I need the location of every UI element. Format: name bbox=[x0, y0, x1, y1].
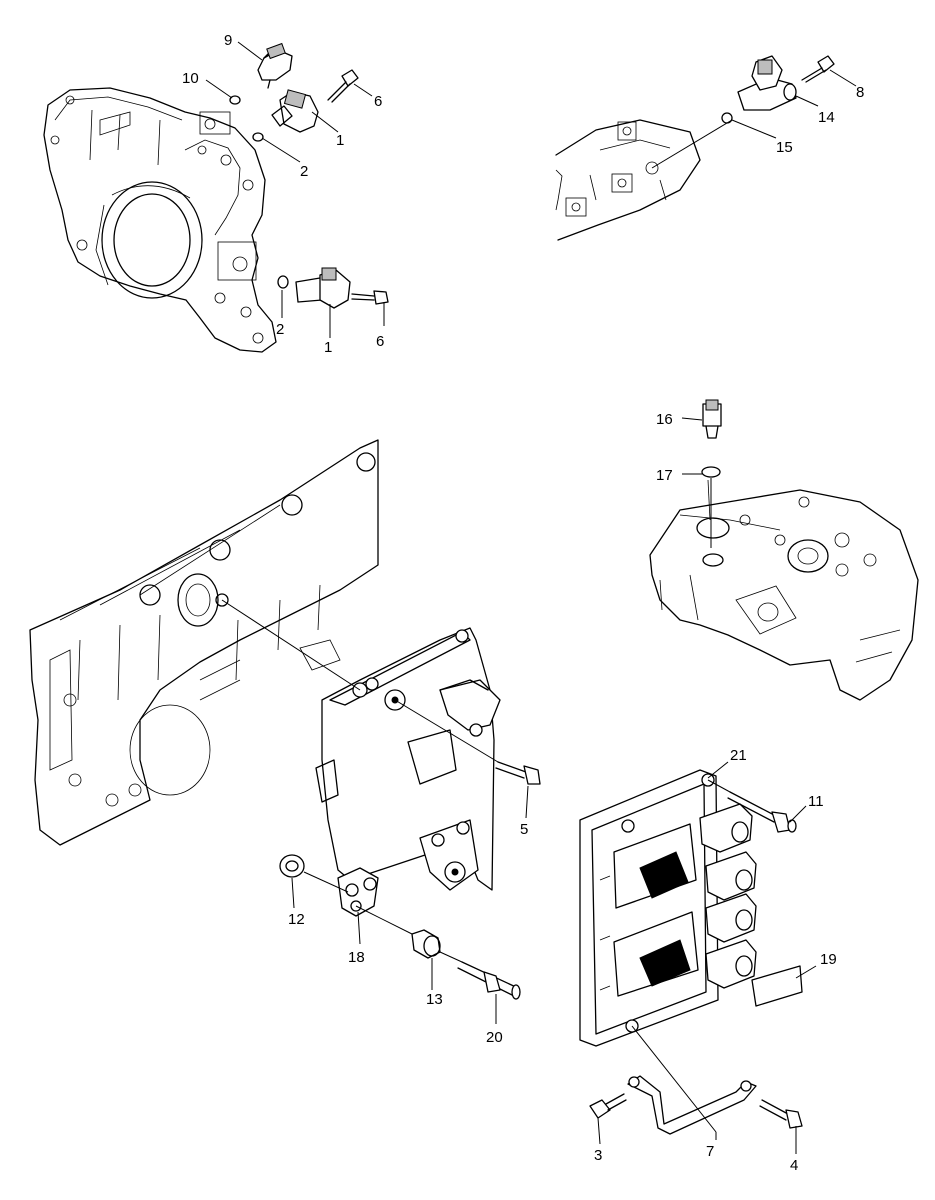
o-ring-2-lower bbox=[277, 275, 289, 289]
callout-8: 12 bbox=[288, 911, 305, 928]
callout-14: 14 bbox=[818, 109, 835, 126]
o-ring-2-upper bbox=[252, 132, 264, 142]
callout-1-lower: 1 bbox=[324, 339, 332, 356]
mounting-plate-18 bbox=[315, 627, 501, 917]
bracket-11 bbox=[627, 1075, 757, 1135]
callout-20: 20 bbox=[486, 1029, 503, 1046]
sensor-16 bbox=[702, 399, 722, 439]
sensor-1-upper bbox=[271, 89, 319, 133]
callout-12: 9 bbox=[224, 32, 232, 49]
callout-3: 3 bbox=[594, 1147, 602, 1164]
callout-5: 5 bbox=[520, 821, 528, 838]
bushing-8 bbox=[279, 854, 305, 878]
bolt-6-lower bbox=[351, 290, 389, 305]
callout-6-upper: 6 bbox=[374, 93, 382, 110]
callout-11: 7 bbox=[706, 1143, 714, 1160]
callout-18: 18 bbox=[348, 949, 365, 966]
bolt-3 bbox=[589, 1093, 627, 1119]
callout-2-upper: 2 bbox=[300, 163, 308, 180]
callout-15: 15 bbox=[776, 139, 793, 156]
label-plate-19 bbox=[751, 965, 803, 1007]
cylinder-head-section-middle bbox=[649, 479, 919, 701]
sensor-12 bbox=[257, 42, 293, 89]
stud-20 bbox=[457, 961, 521, 1000]
callout-10: 8 bbox=[856, 84, 864, 101]
callout-16: 16 bbox=[656, 411, 673, 428]
callout-19: 19 bbox=[820, 951, 837, 968]
bolt-4 bbox=[759, 1099, 803, 1129]
bolt-6-upper bbox=[327, 69, 359, 103]
bolt-5 bbox=[495, 761, 541, 785]
spacer-9 bbox=[411, 929, 441, 959]
callout-1-upper: 1 bbox=[336, 132, 344, 149]
callout-17: 17 bbox=[656, 467, 673, 484]
o-ring-17 bbox=[701, 466, 721, 478]
stud-7 bbox=[727, 791, 797, 833]
callout-21: 21 bbox=[730, 747, 747, 764]
callout-4: 4 bbox=[790, 1157, 798, 1174]
callout-9: 13 bbox=[426, 991, 443, 1008]
sensor-14 bbox=[737, 55, 797, 111]
callout-2-lower: 2 bbox=[276, 321, 284, 338]
cylinder-head-section-top bbox=[555, 119, 701, 241]
o-ring-15 bbox=[721, 112, 733, 124]
callout-7: 11 bbox=[808, 793, 824, 810]
bolt-10 bbox=[801, 55, 835, 83]
callout-13: 10 bbox=[182, 70, 199, 87]
callout-6-lower: 6 bbox=[376, 333, 384, 350]
callout-labels: 9 10 6 1 2 2 1 6 8 14 15 16 17 5 12 18 1… bbox=[182, 32, 864, 1174]
sensor-1-lower bbox=[295, 267, 351, 309]
engine-block bbox=[29, 439, 379, 846]
ecu-module-21 bbox=[579, 769, 757, 1047]
leader-lines bbox=[205, 41, 857, 1154]
timing-cover-housing bbox=[43, 87, 277, 353]
o-ring-13 bbox=[229, 95, 241, 105]
